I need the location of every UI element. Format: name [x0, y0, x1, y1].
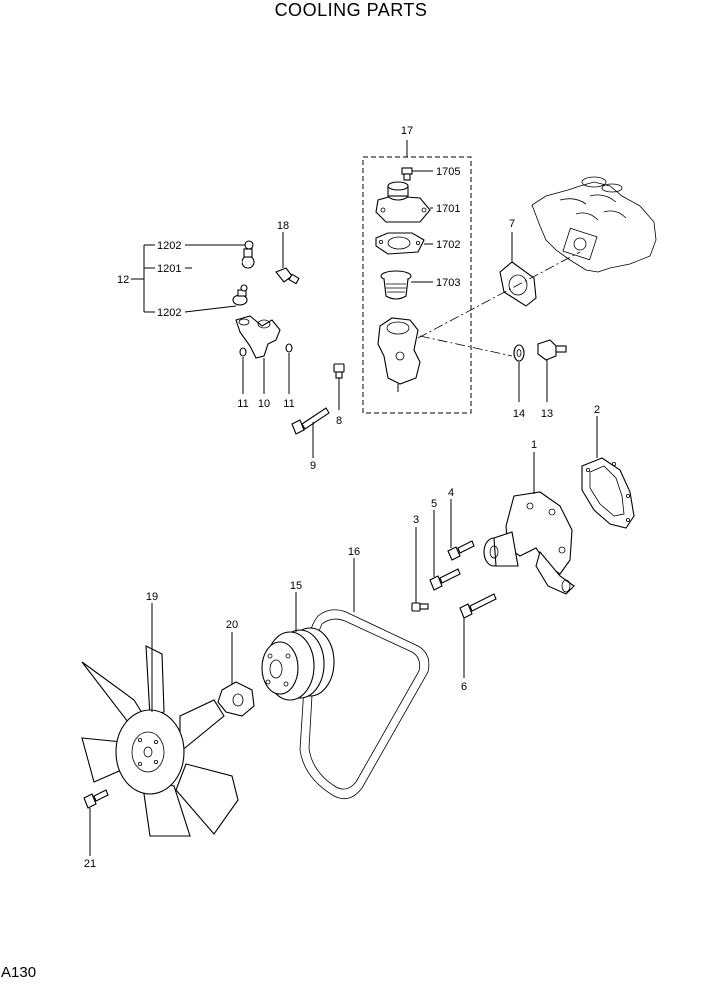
o-ring-11-left-part — [239, 347, 247, 357]
callout-12: 12 — [117, 274, 129, 286]
callout-20: 20 — [226, 619, 238, 631]
callout-3: 3 — [413, 514, 419, 526]
sensor-18-part — [275, 267, 300, 285]
bolt-4-part — [447, 540, 475, 561]
bolt-8-part — [333, 363, 345, 379]
temp-switch-13-part — [537, 339, 567, 361]
bolt-9-part — [291, 407, 330, 435]
callout-6: 6 — [461, 681, 467, 693]
bolt-6-part — [459, 593, 497, 619]
thermostat-housing-part — [377, 317, 421, 392]
callout-11-right: 11 — [283, 398, 294, 410]
fan-spacer-20-part — [217, 681, 255, 717]
pulley-15-part — [261, 627, 335, 701]
callout-15: 15 — [290, 580, 302, 592]
callout-13: 13 — [541, 408, 553, 420]
callout-1: 1 — [531, 439, 537, 451]
bolt-5-part — [429, 568, 461, 591]
page-title: COOLING PARTS — [274, 0, 428, 20]
callout-5: 5 — [431, 498, 437, 510]
water-pump-1-part — [483, 491, 575, 595]
thermostat-gasket-1702-part — [375, 232, 425, 255]
callout-10: 10 — [258, 398, 270, 410]
thermostat-cover-1701-part — [375, 181, 431, 223]
callout-1202-bottom: 1202 — [157, 307, 181, 319]
o-ring-11-right-part — [285, 343, 293, 353]
callout-1701: 1701 — [436, 203, 460, 215]
callout-4: 4 — [448, 487, 454, 499]
callout-2: 2 — [594, 404, 600, 416]
callout-19: 19 — [146, 591, 158, 603]
pump-gasket-2-part — [581, 457, 635, 529]
callout-18: 18 — [277, 220, 289, 232]
bolt-3-part — [411, 602, 429, 612]
thermostat-group-box — [362, 156, 472, 414]
bolt-1705-part — [401, 167, 413, 181]
callout-1703: 1703 — [436, 277, 460, 289]
callout-16: 16 — [348, 546, 360, 558]
engine-block-outline — [531, 176, 657, 273]
water-pipe-10-part — [235, 315, 281, 359]
washer-14-part — [513, 344, 525, 362]
callout-14: 14 — [513, 408, 525, 420]
cooling-fan-19-part — [81, 645, 239, 837]
callout-1705: 1705 — [436, 166, 460, 178]
callout-8: 8 — [336, 415, 342, 427]
callout-1201: 1201 — [157, 263, 181, 275]
hose-clamp-1202-bottom-part — [232, 284, 248, 306]
callout-1702: 1702 — [436, 239, 460, 251]
thermostat-1703-part — [380, 270, 412, 300]
gasket-7-part — [499, 261, 537, 307]
callout-17: 17 — [401, 125, 413, 137]
callout-11-left: 11 — [237, 398, 248, 410]
callout-7: 7 — [509, 218, 515, 230]
bolt-21-part — [83, 789, 109, 809]
callout-1202-top: 1202 — [157, 240, 181, 252]
callout-9: 9 — [310, 460, 316, 472]
callout-21: 21 — [84, 858, 96, 870]
page-code: A130 — [1, 964, 37, 981]
